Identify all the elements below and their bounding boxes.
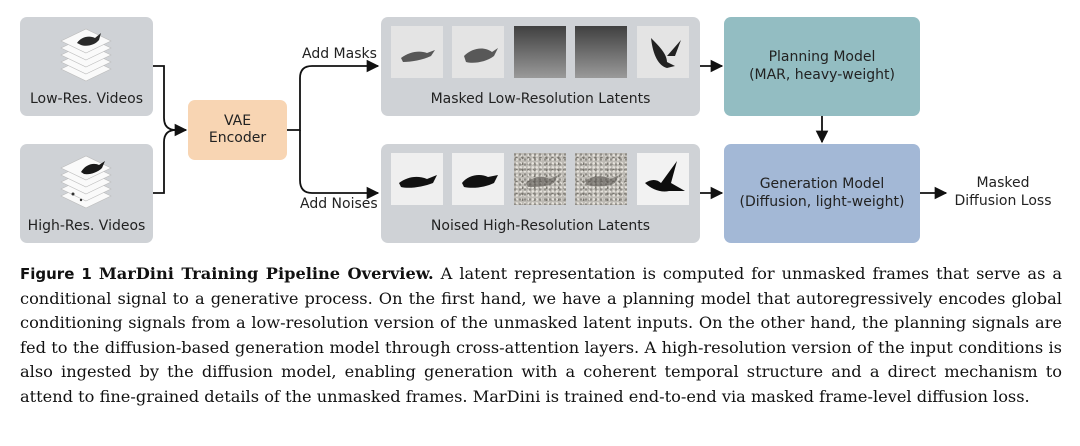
- planning-label-line2: (MAR, heavy-weight): [749, 66, 895, 83]
- noised-frame: [575, 153, 627, 205]
- latent-frame-bird: [391, 26, 443, 78]
- high-res-videos-box: High-Res. Videos: [20, 144, 153, 243]
- masked-latents-box: Masked Low-Resolution Latents: [381, 17, 700, 116]
- latent-frame-bird: [637, 26, 689, 78]
- vae-label-line1: VAE: [223, 112, 252, 129]
- figure-label: Figure 1: [20, 265, 92, 283]
- latent-frame-bird: [452, 153, 504, 205]
- caption-text: A latent representation is computed for …: [20, 264, 1062, 406]
- diffusion-loss-output: Masked Diffusion Loss: [948, 175, 1058, 210]
- planning-model-box: Planning Model (MAR, heavy-weight): [724, 17, 920, 116]
- figure-caption: Figure 1 MarDini Training Pipeline Overv…: [20, 262, 1062, 410]
- low-res-videos-box: Low-Res. Videos: [20, 17, 153, 116]
- output-label-line2: Diffusion Loss: [954, 192, 1052, 209]
- generation-label-line2: (Diffusion, light-weight): [739, 193, 905, 210]
- generation-model-box: Generation Model (Diffusion, light-weigh…: [724, 144, 920, 243]
- output-label-line1: Masked: [976, 175, 1030, 191]
- high-res-videos-label: High-Res. Videos: [27, 217, 146, 234]
- latent-frame-bird: [637, 153, 689, 205]
- video-stack-icon: [60, 155, 112, 209]
- add-masks-label: Add Masks: [302, 46, 377, 62]
- latent-frame-bird: [391, 153, 443, 205]
- video-stack-icon: [60, 28, 112, 82]
- masked-frame: [575, 26, 627, 78]
- noised-latents-label: Noised High-Resolution Latents: [430, 218, 651, 234]
- masked-frame: [514, 26, 566, 78]
- noised-frame: [514, 153, 566, 205]
- low-res-videos-label: Low-Res. Videos: [29, 90, 144, 107]
- vae-encoder-box: VAE Encoder: [188, 100, 287, 160]
- add-noises-label: Add Noises: [300, 196, 378, 212]
- vae-label-line2: Encoder: [208, 130, 267, 146]
- figure-title: MarDini Training Pipeline Overview.: [98, 264, 434, 283]
- masked-latents-label: Masked Low-Resolution Latents: [430, 91, 651, 107]
- connector-arrows: [153, 59, 948, 200]
- noised-latents-box: Noised High-Resolution Latents: [381, 144, 700, 243]
- generation-label-line1: Generation Model: [759, 176, 885, 192]
- planning-label-line1: Planning Model: [768, 49, 876, 65]
- latent-frame-bird: [452, 26, 504, 78]
